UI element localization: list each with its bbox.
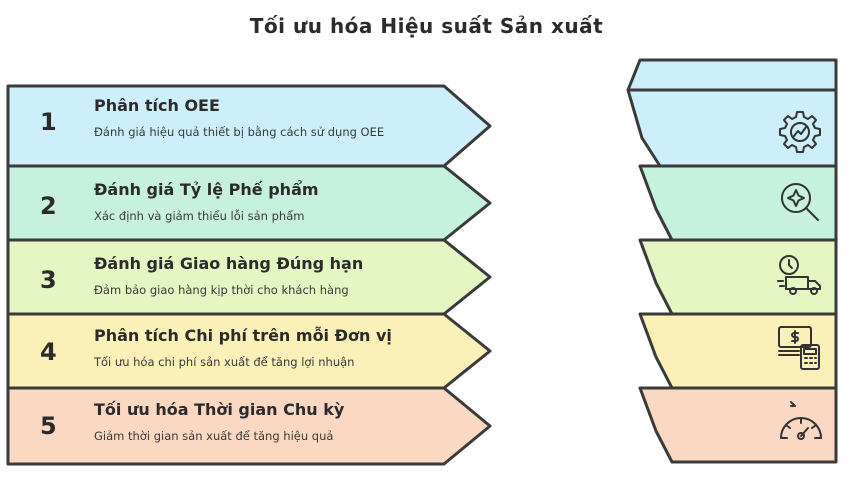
step-title: Phân tích OEE <box>94 96 220 115</box>
step-arrow-shape <box>6 386 492 466</box>
step-title: Đánh giá Tỷ lệ Phế phẩm <box>94 180 319 199</box>
right-panels <box>626 58 838 464</box>
step-description: Xác định và giảm thiểu lỗi sản phẩm <box>94 209 305 223</box>
step-description: Tối ưu hóa chi phí sản xuất để tăng lợi … <box>94 355 355 369</box>
step-number: 1 <box>40 108 57 136</box>
step-row-1: 1 Phân tích OEE Đánh giá hiệu quả thiết … <box>8 86 458 160</box>
gear-chart-icon <box>779 111 821 153</box>
step-panel-shape <box>638 386 838 464</box>
step-number: 4 <box>40 338 57 366</box>
step-description: Đánh giá hiệu quả thiết bị bằng cách sử … <box>94 125 385 139</box>
step-arrow-shape <box>6 84 492 168</box>
step-row-2: 2 Đánh giá Tỷ lệ Phế phẩm Xác định và gi… <box>8 170 458 244</box>
left-arrows <box>6 84 492 466</box>
step-title: Phân tích Chi phí trên mỗi Đơn vị <box>94 326 392 345</box>
step-number: 2 <box>40 192 57 220</box>
step-description: Giảm thời gian sản xuất để tăng hiệu quả <box>94 429 334 443</box>
magnifier-sparkle-icon <box>781 183 819 221</box>
step-description: Đảm bảo giao hàng kịp thời cho khách hàn… <box>94 283 349 297</box>
speedometer-icon <box>780 401 822 440</box>
step-title: Đánh giá Giao hàng Đúng hạn <box>94 254 364 273</box>
step-arrow-shape <box>6 238 492 316</box>
step-arrow-shape <box>6 164 492 242</box>
step-number: 5 <box>40 412 57 440</box>
step-title: Tối ưu hóa Thời gian Chu kỳ <box>94 400 345 419</box>
money-calculator-icon <box>778 326 820 370</box>
step-number: 3 <box>40 266 57 294</box>
clock-truck-icon <box>777 255 821 295</box>
panel-fold <box>626 58 838 92</box>
diagram-title: Tối ưu hóa Hiệu suất Sản xuất <box>249 14 604 38</box>
step-row-3: 3 Đánh giá Giao hàng Đúng hạn Đảm bảo gi… <box>8 244 458 318</box>
step-row-4: 4 Phân tích Chi phí trên mỗi Đơn vị Tối … <box>8 316 458 390</box>
step-arrow-shape <box>6 312 492 390</box>
step-row-5: 5 Tối ưu hóa Thời gian Chu kỳ Giảm thời … <box>8 390 458 464</box>
